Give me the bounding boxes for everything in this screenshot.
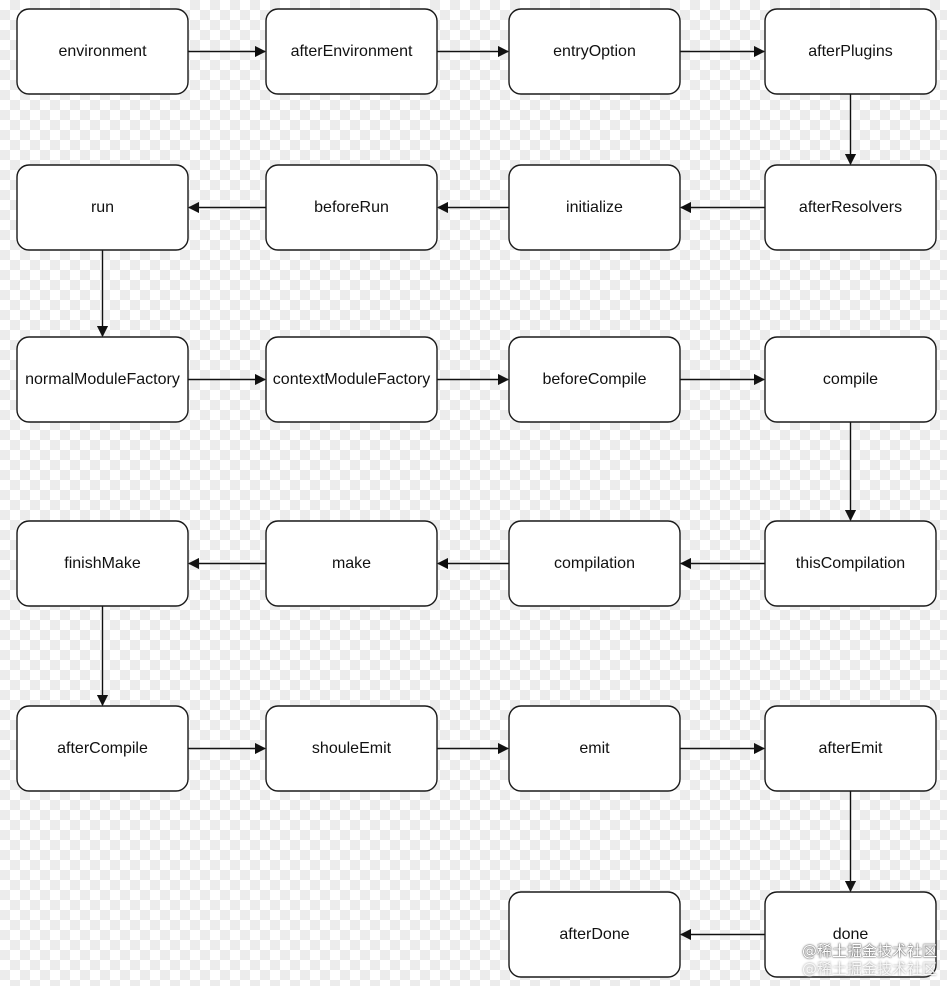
node-box — [764, 164, 937, 251]
node-label: compilation — [554, 555, 635, 572]
node-label: environment — [58, 43, 147, 60]
node-thisCompilation: thisCompilation — [764, 520, 937, 607]
node-afterDone: afterDone — [508, 891, 681, 978]
node-label: entryOption — [553, 43, 636, 60]
node-label: emit — [579, 740, 610, 757]
node-label: run — [91, 199, 114, 216]
node-afterEnvironment: afterEnvironment — [265, 8, 438, 95]
node-box — [508, 705, 681, 792]
node-afterPlugins: afterPlugins — [764, 8, 937, 95]
node-box — [508, 8, 681, 95]
node-box — [764, 705, 937, 792]
node-box — [508, 520, 681, 607]
node-box — [508, 164, 681, 251]
node-contextModuleFactory: contextModuleFactory — [265, 336, 438, 423]
node-compile: compile — [764, 336, 937, 423]
node-afterCompile: afterCompile — [16, 705, 189, 792]
node-label: afterDone — [559, 926, 629, 943]
node-box — [16, 520, 189, 607]
node-make: make — [265, 520, 438, 607]
node-environment: environment — [16, 8, 189, 95]
node-box — [508, 891, 681, 978]
watermark-line-2: @稀土掘金技术社区 — [801, 960, 937, 978]
node-finishMake: finishMake — [16, 520, 189, 607]
node-label: contextModuleFactory — [273, 371, 430, 388]
node-box — [508, 336, 681, 423]
nodes-layer: environment afterEnvironment entryOption af… — [16, 8, 937, 978]
node-shouleEmit: shouleEmit — [265, 705, 438, 792]
node-emit: emit — [508, 705, 681, 792]
node-compilation: compilation — [508, 520, 681, 607]
node-normalModuleFactory: normalModuleFactory — [16, 336, 189, 423]
node-run: run — [16, 164, 189, 251]
node-box — [16, 336, 189, 423]
node-box — [265, 520, 438, 607]
node-label: afterPlugins — [808, 43, 893, 60]
node-label: compile — [823, 371, 878, 388]
node-box — [764, 520, 937, 607]
node-box — [265, 8, 438, 95]
node-box — [764, 891, 937, 978]
watermark: @稀土掘金技术社区 @稀土掘金技术社区 — [802, 942, 937, 978]
node-label: done — [833, 926, 869, 943]
node-label: shouleEmit — [312, 740, 392, 757]
node-beforeCompile: beforeCompile — [508, 336, 681, 423]
node-box — [265, 705, 438, 792]
edges-layer — [96, 45, 857, 941]
node-box — [16, 164, 189, 251]
node-label: make — [332, 555, 371, 572]
node-label: afterResolvers — [799, 199, 902, 216]
node-box — [764, 8, 937, 95]
node-afterEmit: afterEmit — [764, 705, 937, 792]
node-box — [16, 705, 189, 792]
node-box — [265, 336, 438, 423]
node-label: initialize — [566, 199, 623, 216]
node-entryOption: entryOption — [508, 8, 681, 95]
node-label: afterEmit — [818, 740, 883, 757]
node-label: afterCompile — [57, 740, 148, 757]
node-box — [764, 336, 937, 423]
node-box — [16, 8, 189, 95]
node-label: normalModuleFactory — [25, 371, 180, 388]
node-initialize: initialize — [508, 164, 681, 251]
watermark-line-1: @稀土掘金技术社区 — [801, 942, 937, 960]
node-label: thisCompilation — [796, 555, 905, 572]
node-label: afterEnvironment — [291, 43, 413, 60]
node-label: beforeRun — [314, 199, 389, 216]
node-done: done — [764, 891, 937, 978]
node-label: finishMake — [64, 555, 141, 572]
node-box — [265, 164, 438, 251]
node-beforeRun: beforeRun — [265, 164, 438, 251]
node-afterResolvers: afterResolvers — [764, 164, 937, 251]
node-label: beforeCompile — [542, 371, 646, 388]
